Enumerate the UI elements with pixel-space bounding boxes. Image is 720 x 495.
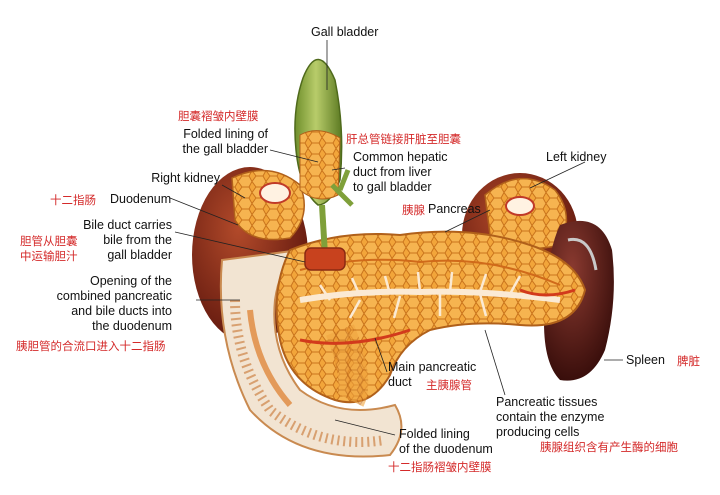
label-duodenum-cn: 十二指肠 [50,193,96,207]
label-pancreas-cn: 胰腺 [402,203,425,217]
label-spleen: Spleen [626,353,665,367]
label-opening-combined-ducts: Opening of the combined pancreatic and b… [56,274,172,333]
label-duodenum: Duodenum [110,192,172,206]
label-main-pancreatic-duct: Main pancreatic duct [388,360,477,389]
label-bile-duct: Bile duct carries bile from the gall bla… [83,218,172,262]
label-common-hepatic-duct-cn: 肝总管链接肝脏至胆囊 [346,132,461,146]
gall-bladder-shape [294,58,354,271]
label-right-kidney: Right kidney [151,171,220,185]
label-folded-lining-gall-bladder-cn: 胆囊褶皱内壁膜 [178,109,259,123]
label-main-pancreatic-duct-cn: 主胰腺管 [426,378,472,392]
label-folded-lining-duodenum: Folded lining of the duodenum [399,427,493,456]
label-folded-lining-duodenum-cn: 十二指肠褶皱内壁膜 [388,460,492,474]
label-pancreatic-tissues-cn: 胰腺组织含有产生酶的细胞 [540,440,678,454]
duodenum-shape [219,248,403,458]
label-left-kidney: Left kidney [546,150,607,164]
label-bile-duct-cn: 胆管从胆囊 中运输胆汁 [20,234,78,263]
label-gall-bladder: Gall bladder [311,25,379,39]
label-folded-lining-gall-bladder: Folded lining of the gall bladder [182,127,268,156]
label-common-hepatic-duct: Common hepatic duct from liver to gall b… [353,150,448,194]
label-pancreas: Pancreas [428,202,481,216]
label-spleen-cn: 脾脏 [677,354,700,368]
label-opening-combined-ducts-cn: 胰胆管的合流口进入十二指肠 [16,339,166,353]
label-pancreatic-tissues: Pancreatic tissues contain the enzyme pr… [496,395,605,439]
leader-lines [169,40,623,436]
main-duct-shape [299,288,561,303]
